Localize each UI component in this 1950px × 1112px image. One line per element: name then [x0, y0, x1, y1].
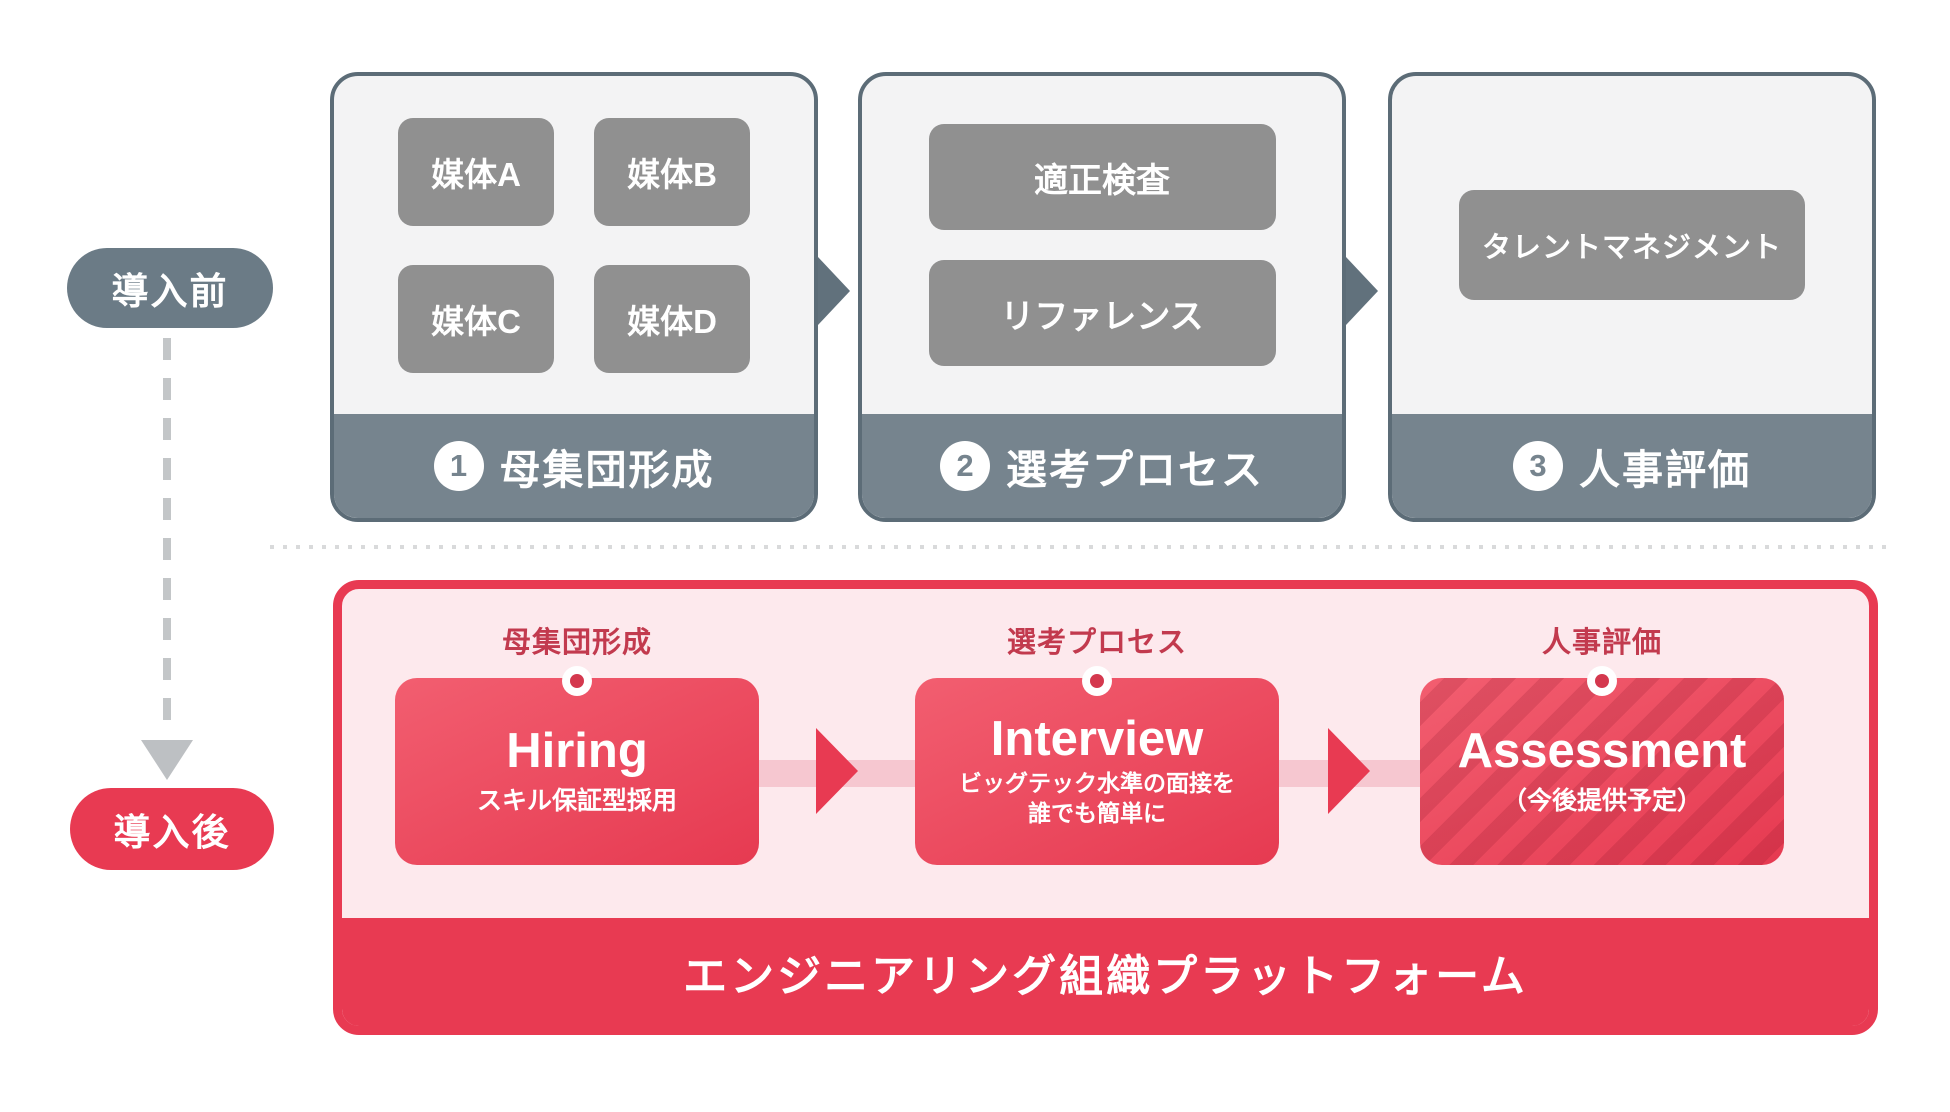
step-title: Hiring: [506, 723, 648, 778]
step-tag: 選考プロセス: [1006, 627, 1187, 659]
dot: [570, 674, 584, 688]
step-number-badge: 1: [433, 441, 484, 491]
talent-chip: タレントマネジメント: [1459, 190, 1805, 300]
before-box-footer: 2 選考プロセス: [862, 414, 1342, 518]
right-arrow-icon: [818, 257, 850, 325]
after-pill: 導入後: [70, 788, 274, 870]
before-box-footer: 1 母集団形成: [334, 414, 814, 518]
step-box-hiring: Hiring スキル保証型採用: [395, 678, 759, 865]
platform-container: 母集団形成 選考プロセス 人事評価 Hiring スキル保証型採用 Interv…: [333, 580, 1878, 1035]
before-box-hr-evaluation: タレントマネジメント 3 人事評価: [1388, 72, 1876, 522]
connector-dot-icon: [1587, 666, 1617, 696]
right-arrow-icon: [816, 728, 858, 814]
before-box-pool-formation: 媒体A 媒体B 媒体C 媒体D 1 母集団形成: [330, 72, 818, 522]
step-tag: 人事評価: [1541, 627, 1662, 659]
talent-chip-group: タレントマネジメント: [1392, 76, 1872, 414]
step-box-interview: Interview ビッグテック水準の面接を 誰でも簡単に: [915, 678, 1279, 865]
platform-label: エンジニアリング組織プラットフォーム: [683, 952, 1528, 1001]
dot: [1595, 674, 1609, 688]
screening-chip: 適正検査: [928, 124, 1276, 230]
before-pill: 導入前: [67, 248, 273, 328]
step-title: Assessment: [1457, 723, 1747, 778]
before-box-label: 人事評価: [1579, 447, 1751, 493]
screening-chip: リファレンス: [928, 260, 1276, 366]
step-box-assessment: Assessment （今後提供予定）: [1420, 678, 1784, 865]
media-chip: 媒体C: [398, 264, 554, 373]
media-chip: 媒体B: [594, 117, 750, 226]
before-box-label: 母集団形成: [499, 447, 715, 493]
down-arrow-icon: [141, 740, 193, 780]
before-after-connector-line: [163, 338, 171, 736]
media-chip-group: 媒体A 媒体B 媒体C 媒体D: [334, 76, 814, 414]
media-chip: 媒体D: [594, 264, 750, 373]
connector-dot-icon: [1082, 666, 1112, 696]
section-divider: [270, 545, 1890, 549]
step-subtitle: （今後提供予定）: [1501, 786, 1702, 815]
step-tag: 母集団形成: [501, 627, 652, 659]
step-subtitle: スキル保証型採用: [476, 786, 677, 815]
step-number-badge: 3: [1513, 441, 1563, 491]
before-box-label: 選考プロセス: [1006, 447, 1264, 493]
step-title: Interview: [990, 711, 1204, 766]
dot: [1090, 674, 1104, 688]
media-chip: 媒体A: [398, 117, 554, 226]
step-subtitle: ビッグテック水準の面接を 誰でも簡単に: [959, 770, 1235, 827]
step-number-badge: 2: [940, 441, 990, 491]
connector-dot-icon: [562, 666, 592, 696]
right-arrow-icon: [1328, 728, 1370, 814]
before-box-selection-process: 適正検査 リファレンス 2 選考プロセス: [858, 72, 1346, 522]
before-box-footer: 3 人事評価: [1392, 414, 1872, 518]
right-arrow-icon: [1346, 257, 1378, 325]
screening-chip-group: 適正検査 リファレンス: [862, 76, 1342, 414]
platform-bar: エンジニアリング組織プラットフォーム: [342, 918, 1869, 1026]
